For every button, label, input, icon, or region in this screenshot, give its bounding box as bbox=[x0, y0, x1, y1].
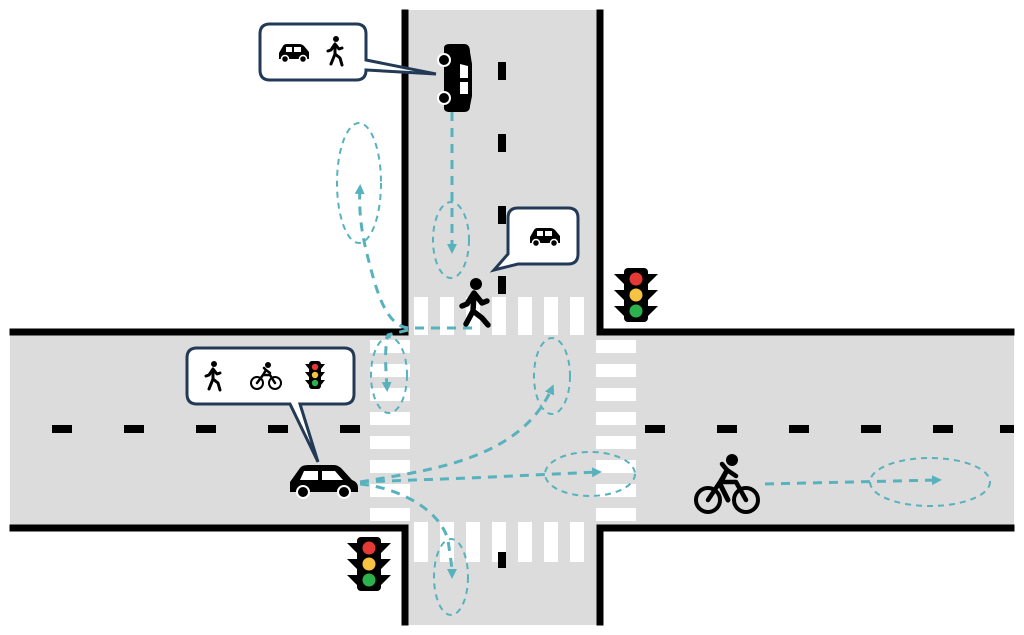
bicycle-icon bbox=[250, 362, 282, 390]
road-network bbox=[10, 10, 1014, 625]
car-icon bbox=[530, 228, 560, 248]
cyclist-agent bbox=[694, 454, 760, 514]
crosswalk-east bbox=[596, 340, 636, 521]
horizontal-road bbox=[10, 332, 1014, 528]
traffic-light-northeast bbox=[614, 268, 658, 322]
trajectory-pedestrian-north bbox=[354, 184, 472, 330]
crosswalk-north bbox=[414, 297, 584, 335]
car-left bbox=[290, 465, 358, 499]
trajectory-car-left-turn bbox=[359, 384, 555, 484]
bubble-top-car bbox=[258, 22, 437, 82]
car-icon bbox=[279, 44, 309, 64]
trajectory-pedestrian-south bbox=[381, 328, 409, 392]
pedestrian-icon bbox=[326, 36, 344, 67]
traffic-light-icon bbox=[305, 361, 325, 389]
trajectory-car-straight bbox=[359, 467, 602, 484]
crosswalk-south bbox=[414, 522, 584, 562]
car-top bbox=[437, 44, 472, 112]
trajectory-cyclist bbox=[764, 475, 942, 486]
traffic-light-southwest bbox=[347, 537, 391, 591]
pedestrian-icon bbox=[204, 361, 222, 392]
bubble-left-car bbox=[185, 346, 356, 463]
lane-markings bbox=[52, 62, 1014, 568]
trajectory-car-right-turn bbox=[359, 482, 457, 579]
pedestrian-agent bbox=[459, 278, 491, 328]
bubble-pedestrian bbox=[489, 206, 580, 273]
predicted-trajectories bbox=[336, 112, 991, 616]
